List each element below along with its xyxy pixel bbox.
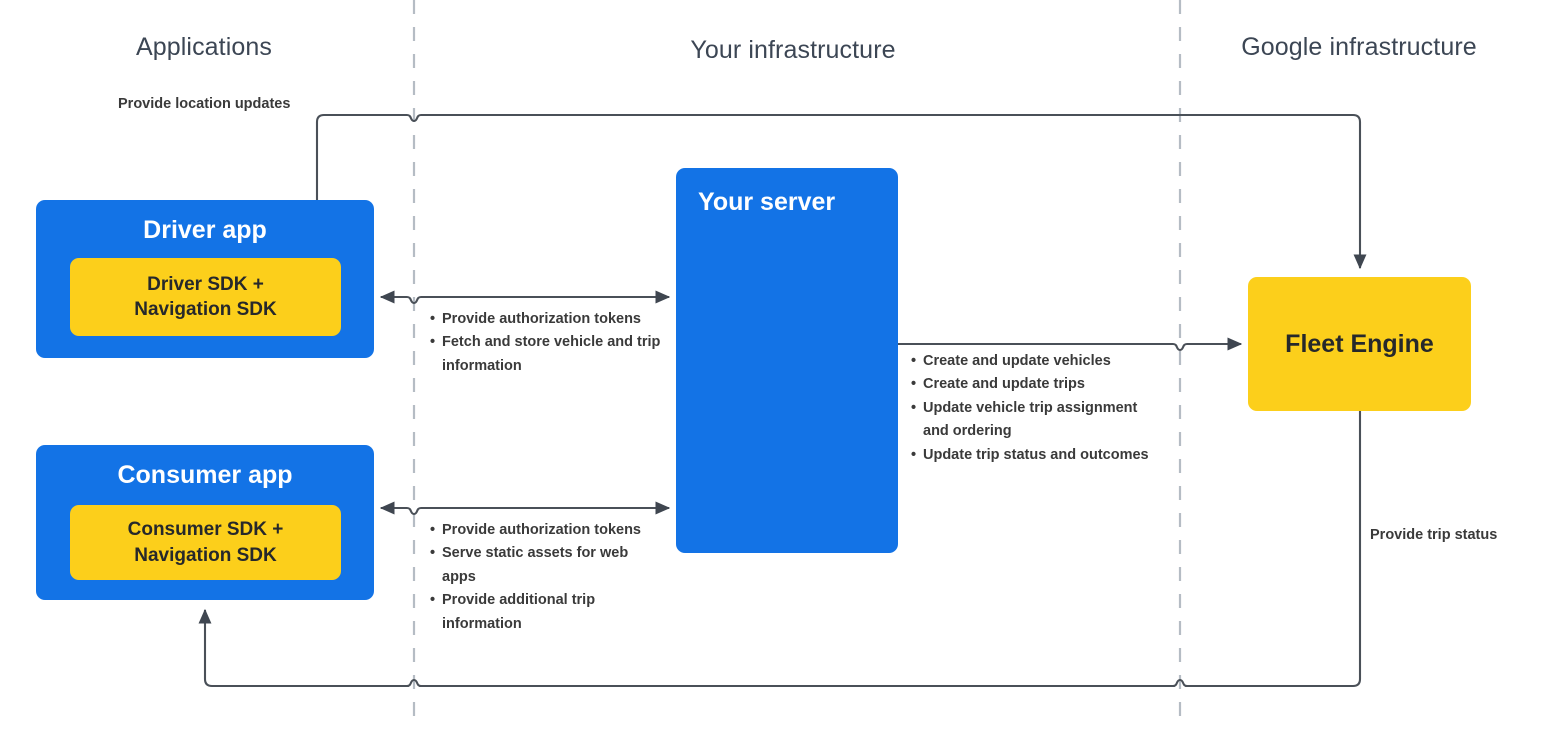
edge-label-location-updates: Provide location updates <box>118 96 291 112</box>
list-item: Provide authorization tokens <box>430 519 645 543</box>
edge-list-server-engine: Create and update vehicles Create and up… <box>911 350 1163 468</box>
fleet-engine-box[interactable]: Fleet Engine <box>1248 277 1471 411</box>
list-item: Provide additional trip information <box>430 589 645 636</box>
driver-sdk-label: Driver SDK + Navigation SDK <box>134 273 277 320</box>
list-item: Create and update trips <box>911 373 1163 397</box>
lane-header-applications: Applications <box>135 33 273 61</box>
lane-header-your-infrastructure: Your infrastructure <box>690 36 896 64</box>
edge-label-trip-status: Provide trip status <box>1370 527 1498 543</box>
driver-app-title: Driver app <box>143 216 267 244</box>
driver-sdk-box[interactable]: Driver SDK + Navigation SDK <box>70 258 341 336</box>
your-server-title: Your server <box>698 188 836 216</box>
edge-list-driver-server: Provide authorization tokens Fetch and s… <box>430 308 665 378</box>
edge-consumer-server <box>379 501 671 516</box>
consumer-app-box[interactable]: Consumer app Consumer SDK + Navigation S… <box>36 445 374 600</box>
consumer-sdk-label: Consumer SDK + Navigation SDK <box>127 519 284 566</box>
your-server-box[interactable]: Your server <box>676 168 898 553</box>
edge-list-consumer-server: Provide authorization tokens Serve stati… <box>430 519 645 636</box>
consumer-app-title: Consumer app <box>117 461 293 489</box>
edge-driver-server <box>379 290 671 305</box>
lane-header-google-infrastructure: Google infrastructure <box>1241 33 1477 61</box>
list-item: Create and update vehicles <box>911 350 1163 374</box>
list-item: Update trip status and outcomes <box>911 444 1163 468</box>
list-item: Update vehicle trip assignment and order… <box>911 397 1163 444</box>
fleet-engine-label: Fleet Engine <box>1285 329 1434 358</box>
list-item: Fetch and store vehicle and trip informa… <box>430 331 665 378</box>
list-item: Provide authorization tokens <box>430 308 665 332</box>
consumer-sdk-box[interactable]: Consumer SDK + Navigation SDK <box>70 505 341 580</box>
driver-app-box[interactable]: Driver app Driver SDK + Navigation SDK <box>36 200 374 358</box>
list-item: Serve static assets for web apps <box>430 542 645 589</box>
